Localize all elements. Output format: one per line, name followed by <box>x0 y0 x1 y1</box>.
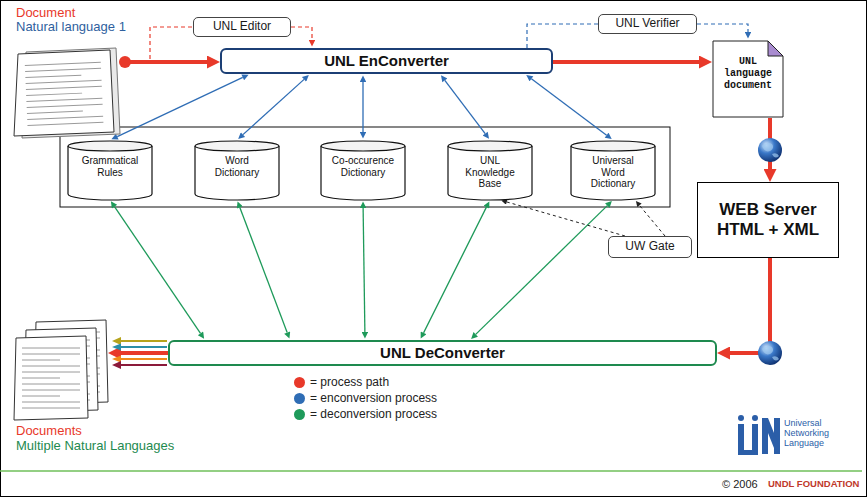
node-title: UNL EnConverter <box>324 52 449 69</box>
connector <box>639 205 665 236</box>
node-title: Grammatical Rules <box>78 155 142 178</box>
connector <box>476 206 608 335</box>
text-holder: DocumentNatural language 1 <box>12 6 125 35</box>
legend-row: = deconversion process <box>294 406 437 422</box>
node-title: Document <box>16 6 125 20</box>
output-documents-outline <box>12 318 108 422</box>
legend-text: = deconversion process <box>310 407 437 421</box>
legend-text: = enconversion process <box>310 391 437 405</box>
database-cylinder: Grammatical Rules <box>67 140 153 200</box>
source-document-outline <box>12 46 125 140</box>
connector <box>125 60 207 64</box>
foundation-logo <box>738 415 780 455</box>
database-cylinder: Co-occurence Dictionary <box>320 140 406 200</box>
tool-box: UNL Editor <box>193 17 291 37</box>
process-box: UNL DeConverter <box>168 340 717 366</box>
globe-icon <box>758 341 782 365</box>
text-holder: UNL DeConverter <box>374 344 511 361</box>
node-subtitle: Natural language 1 <box>16 20 125 34</box>
copyright-note: © 2006 <box>722 478 758 490</box>
text-holder: UNL Verifier <box>609 17 685 31</box>
connector <box>363 208 365 332</box>
process-box: UNL EnConverter <box>220 48 553 74</box>
connector <box>243 79 304 134</box>
connector <box>125 27 193 62</box>
node-title: UNL Verifier <box>615 17 679 31</box>
text-holder: UNL language document <box>718 40 778 92</box>
text-holder: DocumentsMultiple Natural Languages <box>16 424 174 454</box>
connector <box>114 207 200 334</box>
legend-swatch <box>294 393 305 404</box>
database-cylinder: UNL Knowledge Base <box>447 140 533 200</box>
text-holder: UNL Editor <box>207 20 277 34</box>
connector <box>291 27 312 40</box>
node-title: Documents <box>16 424 174 439</box>
node-subtitle: Multiple Natural Languages <box>16 439 174 454</box>
server-box: WEB Server HTML + XML <box>697 182 839 258</box>
connector <box>527 24 598 48</box>
foundation-name: UNDL FOUNDATION <box>768 479 859 489</box>
node-title: UW Gate <box>625 240 674 254</box>
node-title: Universal Word Dictionary <box>581 155 645 190</box>
text-holder: UNL EnConverter <box>318 52 455 69</box>
connector <box>553 60 699 64</box>
node-title: WEB Server HTML + XML <box>704 200 832 239</box>
unl-document: UNL language document <box>712 40 784 118</box>
text-holder: Word Dictionary <box>205 140 269 178</box>
connector <box>507 202 625 236</box>
legend-row: = enconversion process <box>294 390 437 406</box>
legend-text: = process path <box>310 375 389 389</box>
legend-row: = process path <box>294 374 437 390</box>
connector <box>362 82 363 132</box>
start-dot <box>119 56 131 68</box>
output-arrows <box>112 337 167 369</box>
legend-swatch <box>294 377 305 388</box>
text-holder: WEB Server HTML + XML <box>698 200 838 239</box>
node-title: Co-occurence Dictionary <box>331 155 395 178</box>
node-title: UNL DeConverter <box>380 344 505 361</box>
database-cylinder: Word Dictionary <box>194 140 280 200</box>
source-document: DocumentNatural language 1 <box>12 6 125 140</box>
output-documents: DocumentsMultiple Natural Languages <box>12 318 108 458</box>
node-title: UNL Knowledge Base <box>458 155 522 190</box>
text-holder: Grammatical Rules <box>78 140 142 178</box>
text-holder: Universal Word Dictionary <box>581 140 645 190</box>
database-cylinder: Universal Word Dictionary <box>570 140 656 200</box>
tool-box: UW Gate <box>608 236 692 258</box>
text-holder: Co-occurence Dictionary <box>331 140 395 178</box>
connector <box>117 77 243 136</box>
connector <box>240 207 287 332</box>
connector <box>531 79 606 135</box>
connector <box>445 80 485 133</box>
legend-swatch <box>294 409 305 420</box>
footer-rule <box>0 470 862 472</box>
node-title: UNL Editor <box>213 20 271 34</box>
text-holder: UNL Knowledge Base <box>458 140 522 190</box>
connector <box>121 351 168 355</box>
connector <box>730 258 770 353</box>
tool-box: UNL Verifier <box>598 14 697 34</box>
node-title: UNL language document <box>718 56 778 92</box>
connector <box>424 207 487 333</box>
text-holder: UW Gate <box>619 240 680 254</box>
logo-text: Universal Networking Language <box>784 419 862 449</box>
resource-group-frame <box>60 127 670 207</box>
globe-icon <box>758 138 782 162</box>
node-title: Word Dictionary <box>205 155 269 178</box>
connector <box>697 24 748 32</box>
legend: = process path = enconversion process = de… <box>294 374 437 422</box>
